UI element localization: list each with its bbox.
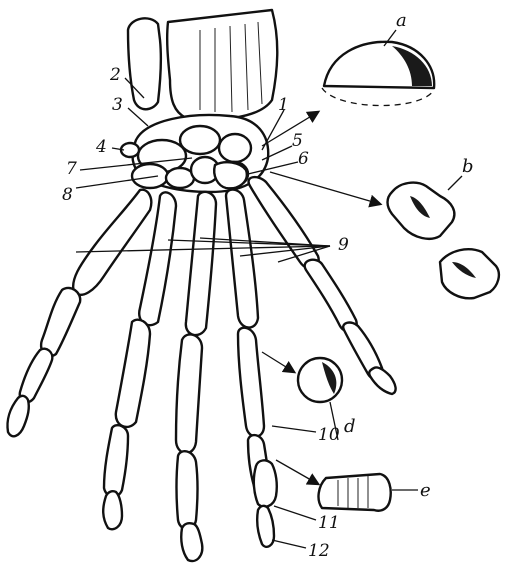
- label-e: e: [420, 480, 431, 501]
- label-7: 7: [66, 159, 77, 179]
- ring-finger-bones: [226, 190, 270, 493]
- leader-b-arrow: [270, 172, 380, 204]
- label-b: b: [462, 156, 474, 177]
- label-1: 1: [278, 95, 289, 115]
- distal-phalanges-detail: [254, 460, 277, 546]
- label-12: 12: [308, 541, 330, 561]
- middle-finger-bones: [176, 192, 216, 561]
- lunate-bone: [180, 126, 220, 154]
- radius-bone: [167, 10, 277, 119]
- label-11: 11: [318, 513, 340, 533]
- joint-type-a-spherical: [322, 42, 434, 106]
- label-2: 2: [109, 65, 121, 85]
- leader-a-arrow: [262, 112, 318, 146]
- ulna-bone: [128, 18, 161, 109]
- trapezoid-bone: [166, 168, 194, 188]
- label-9: 9: [338, 235, 349, 255]
- label-a: a: [396, 10, 407, 31]
- joint-type-d-sphere: [298, 358, 342, 402]
- forearm-bones: [128, 10, 277, 119]
- label-10: 10: [318, 425, 340, 445]
- trapezium-bone: [132, 164, 168, 188]
- leader-d-arrow: [262, 352, 294, 372]
- leader-e-arrow: [276, 460, 318, 484]
- triquetrum-bone: [219, 134, 251, 162]
- label-5: 5: [292, 131, 303, 151]
- label-3: 3: [112, 95, 123, 115]
- carpal-bones: [121, 115, 268, 192]
- joint-type-b-saddle: [388, 183, 499, 299]
- label-d: d: [344, 416, 356, 437]
- label-6: 6: [298, 149, 309, 169]
- joint-type-e-cylinder: [319, 474, 391, 511]
- hamate-bone: [214, 162, 247, 188]
- label-8: 8: [62, 185, 73, 205]
- label-4: 4: [95, 137, 107, 157]
